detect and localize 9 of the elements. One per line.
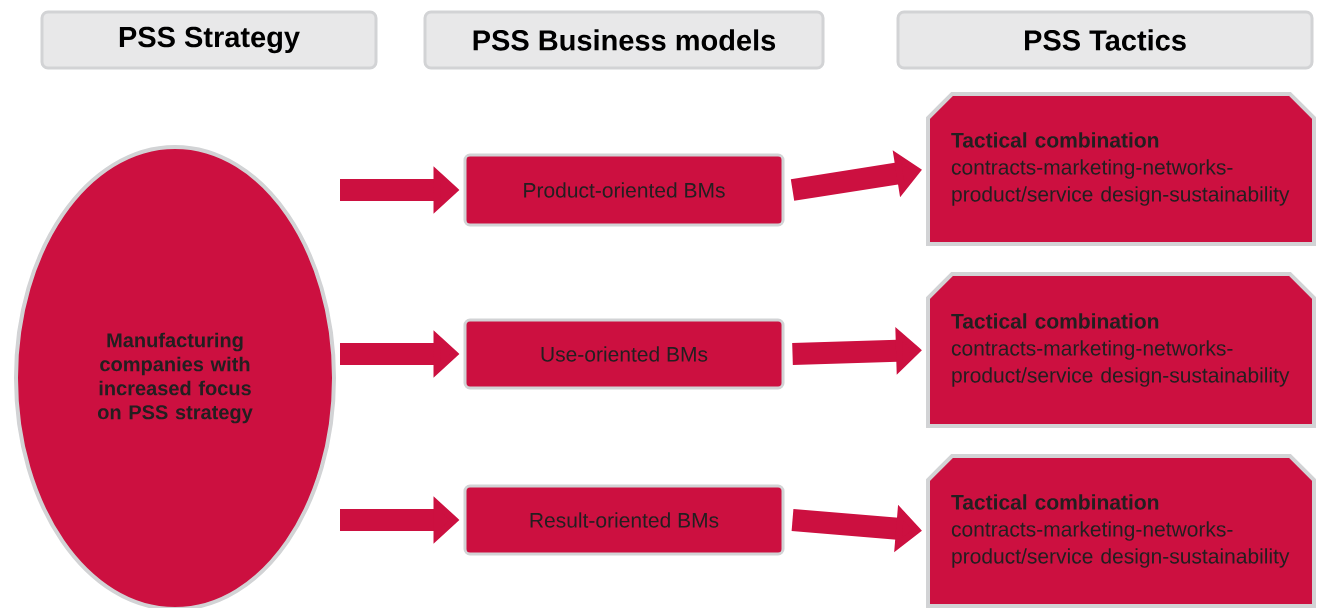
tactic-box: Tactical combination contracts-marketing-networks-product/service design-sustainability	[926, 454, 1316, 608]
business-model-box: Product-oriented BMs	[463, 153, 785, 227]
business-model-box: Result-oriented BMs	[463, 484, 785, 556]
column-header: PSS Tactics	[896, 10, 1314, 70]
tactic-box: Tactical combination contracts-marketing-networks-product/service design-sustainability	[926, 272, 1316, 428]
business-model-box: Use-oriented BMs	[463, 318, 785, 390]
tactic-box: Tactical combination contracts-marketing-networks-product/service design-sustainability	[926, 92, 1316, 246]
column-header: PSS Business models	[423, 10, 825, 70]
column-header: PSS Strategy	[40, 10, 378, 70]
